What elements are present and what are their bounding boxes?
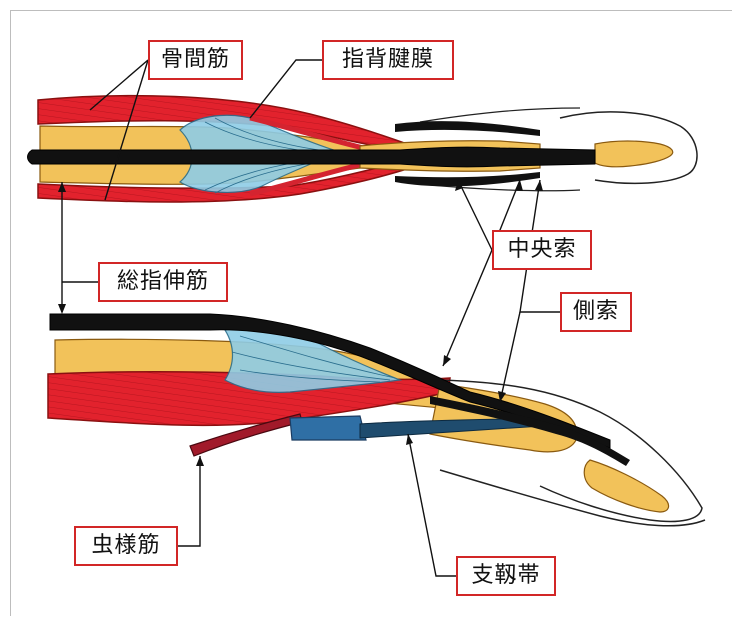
- label-central-slip: 中央索: [492, 230, 592, 270]
- label-lumbrical: 虫様筋: [74, 526, 178, 566]
- dorsal-view: [28, 96, 698, 202]
- label-extensor-digitorum: 総指伸筋: [98, 262, 228, 302]
- lateral-band-dorsal-upper: [395, 121, 540, 136]
- distal-phalanx-lateral: [584, 460, 668, 512]
- label-lateral-band: 側索: [560, 292, 632, 332]
- retinacular-ligament-body: [290, 416, 366, 440]
- lateral-view: [48, 314, 705, 526]
- extensor-tendon-dorsal: [28, 147, 596, 167]
- label-retinacular-ligament: 支靱帯: [456, 556, 556, 596]
- label-dorsal-aponeurosis: 指背腱膜: [322, 40, 454, 80]
- label-interosseous: 骨間筋: [148, 40, 243, 80]
- distal-phalanx-dorsal: [595, 141, 673, 167]
